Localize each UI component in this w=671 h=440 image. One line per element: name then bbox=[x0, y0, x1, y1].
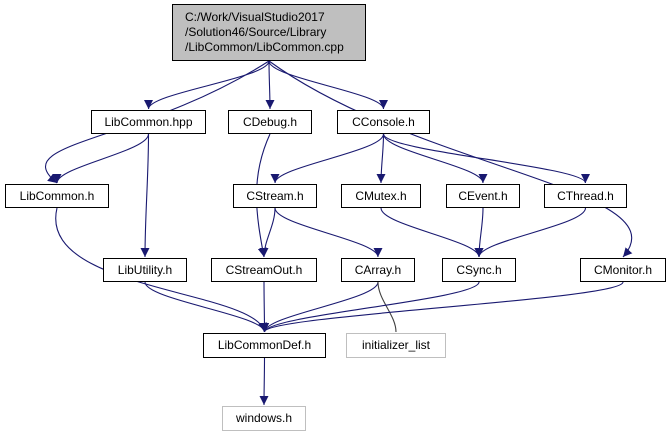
root-line-2: /Solution46/Source/Library bbox=[185, 25, 327, 39]
edge-root-to-cmonitor_h bbox=[268, 60, 633, 258]
node-libcommon-h[interactable]: LibCommon.h bbox=[5, 184, 109, 208]
edge-libcommon_hpp-to-libcommon_h bbox=[52, 133, 150, 184]
edge-cmutex_h-to-csync_h bbox=[380, 207, 484, 258]
edge-libutility_h-to-libcommondef_h bbox=[144, 281, 269, 333]
edge-cevent_h-to-csync_h bbox=[474, 207, 484, 258]
edge-cmonitor_h-to-libcommondef_h bbox=[260, 281, 624, 333]
edge-cstream_h-to-carray_h bbox=[274, 207, 383, 258]
edge-libcommon_h-to-libcommondef_h bbox=[55, 207, 268, 333]
node-cstreamout-h[interactable]: CStreamOut.h bbox=[211, 258, 317, 282]
edge-carray_h-to-initializer_list bbox=[377, 281, 397, 333]
node-libcommon-cpp[interactable]: C:/Work/VisualStudio2017 /Solution46/Sou… bbox=[172, 4, 366, 61]
edge-libcommon_hpp-to-libutility_h bbox=[140, 133, 150, 258]
edge-cconsole_h-to-cmutex_h bbox=[376, 133, 386, 184]
node-csync-h[interactable]: CSync.h bbox=[442, 258, 516, 282]
edge-cstream_h-to-cstreamout_h bbox=[259, 207, 276, 258]
edge-cconsole_h-to-cevent_h bbox=[382, 133, 488, 184]
node-libcommon-hpp[interactable]: LibCommon.hpp bbox=[91, 110, 206, 134]
node-carray-h[interactable]: CArray.h bbox=[341, 258, 415, 282]
edge-cthread_h-to-csync_h bbox=[474, 207, 587, 258]
edge-libcommondef_h-to-windows_h bbox=[259, 357, 269, 406]
edge-layer bbox=[44, 60, 633, 406]
node-cstream-h[interactable]: CStream.h bbox=[233, 184, 317, 208]
edge-cconsole_h-to-cstream_h bbox=[270, 133, 385, 184]
edge-cconsole_h-to-cthread_h bbox=[382, 133, 590, 184]
edge-csync_h-to-libcommondef_h bbox=[260, 281, 480, 333]
edge-root-to-cconsole_h bbox=[268, 60, 388, 110]
node-cevent-h[interactable]: CEvent.h bbox=[446, 184, 520, 208]
node-cconsole-h[interactable]: CConsole.h bbox=[337, 110, 430, 134]
edge-cstreamout_h-to-libcommondef_h bbox=[259, 281, 269, 333]
node-cmutex-h[interactable]: CMutex.h bbox=[341, 184, 421, 208]
root-line-3: /LibCommon/LibCommon.cpp bbox=[185, 40, 344, 54]
node-cmonitor-h[interactable]: CMonitor.h bbox=[580, 258, 666, 282]
edge-root-to-libcommon_h bbox=[44, 60, 270, 184]
edge-root-to-cdebug_h bbox=[265, 60, 275, 110]
node-cthread-h[interactable]: CThread.h bbox=[544, 184, 627, 208]
edge-carray_h-to-libcommondef_h bbox=[260, 281, 379, 333]
node-windows-h[interactable]: windows.h bbox=[222, 406, 306, 431]
node-libcommondef-h[interactable]: LibCommonDef.h bbox=[203, 333, 326, 358]
edge-root-to-libcommon_hpp bbox=[144, 60, 270, 110]
node-libutility-h[interactable]: LibUtility.h bbox=[103, 258, 187, 282]
node-cdebug-h[interactable]: CDebug.h bbox=[228, 110, 312, 134]
root-line-1: C:/Work/VisualStudio2017 bbox=[185, 10, 325, 24]
node-initializer-list[interactable]: initializer_list bbox=[346, 333, 446, 358]
